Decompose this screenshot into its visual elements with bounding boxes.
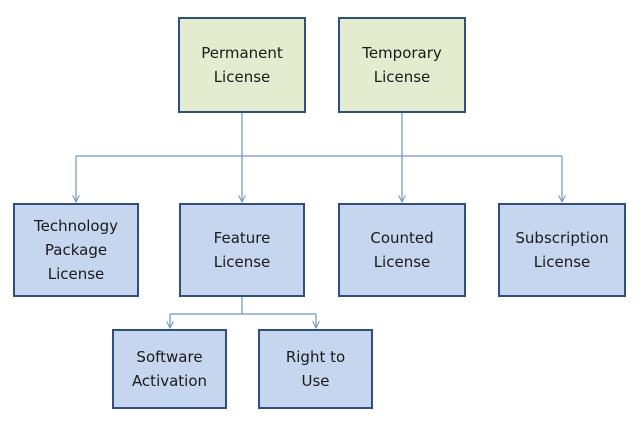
feature-license-box: Feature License xyxy=(179,203,305,297)
counted-license-box: Counted License xyxy=(338,203,466,297)
permanent-license-box: Permanent License xyxy=(178,17,306,113)
temporary-license-box: Temporary License xyxy=(338,17,466,113)
software-activation-box: Software Activation xyxy=(112,329,227,409)
subscription-license-box: Subscription License xyxy=(498,203,626,297)
right-to-use-box: Right to Use xyxy=(258,329,373,409)
technology-package-license-box: Technology Package License xyxy=(13,203,139,297)
